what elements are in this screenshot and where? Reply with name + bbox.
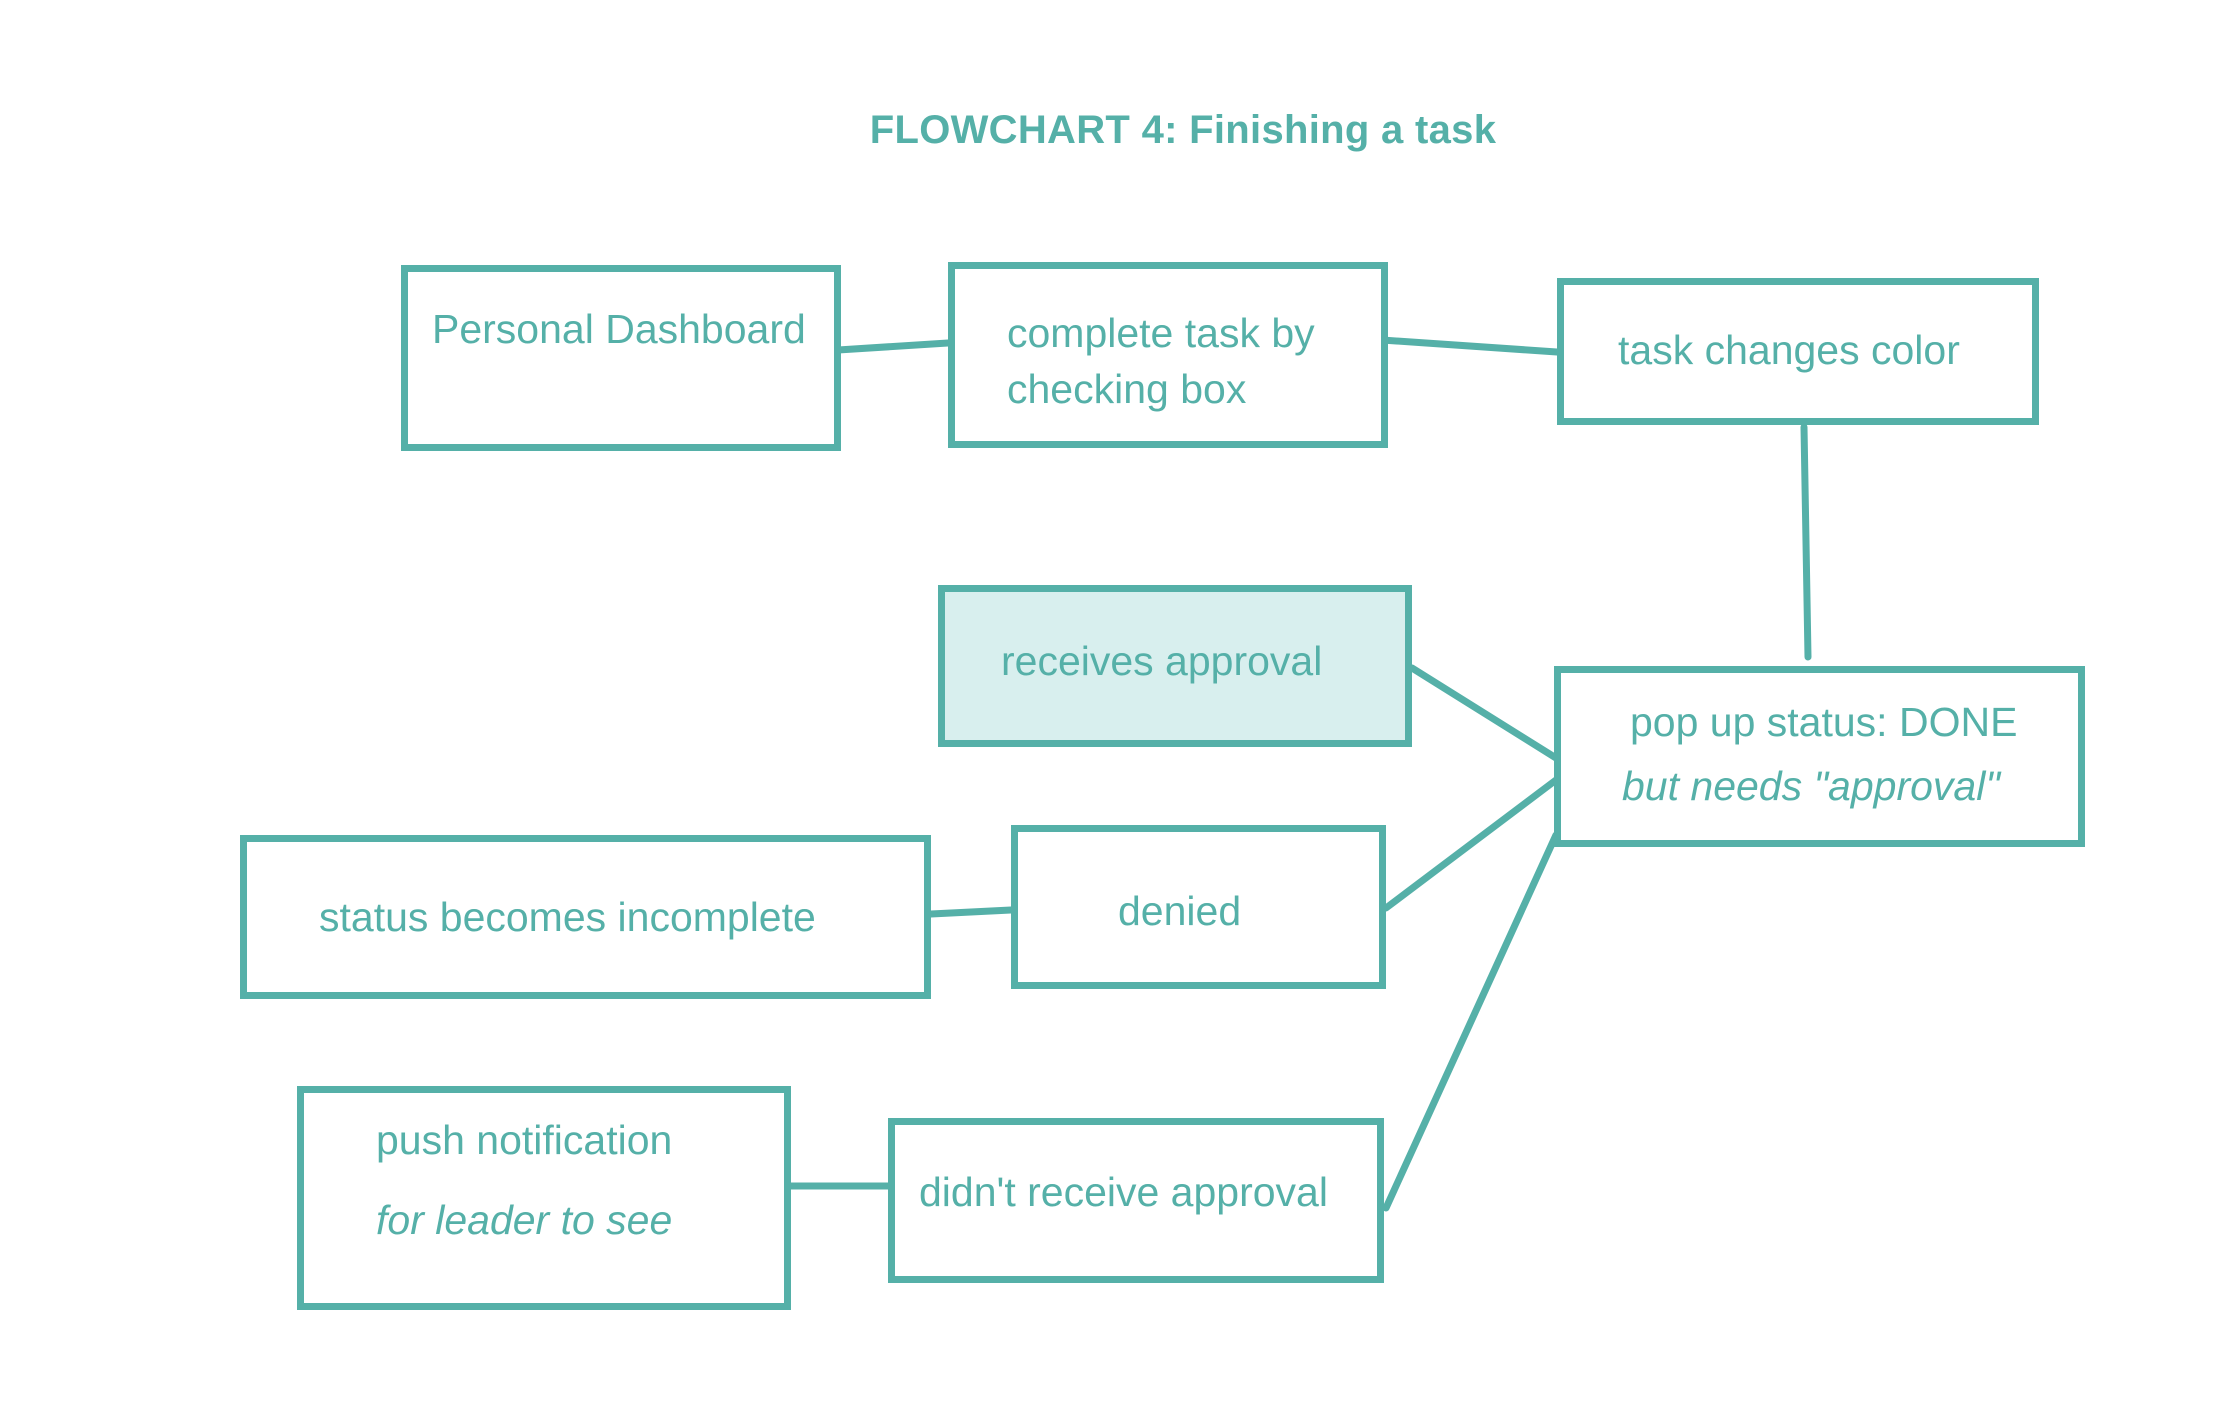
node-label-line2: for leader to see: [376, 1197, 673, 1243]
node-didnt-receive-approval[interactable]: didn't receive approval: [888, 1118, 1384, 1283]
node-label: denied: [1118, 888, 1242, 934]
node-receives-approval[interactable]: receives approval: [938, 585, 1412, 747]
edge-popup-to-denied: [1382, 776, 1560, 912]
node-label: push notification: [376, 1117, 673, 1163]
edge-dashboard-to-complete: [834, 339, 952, 354]
node-label: Personal Dashboard: [432, 306, 806, 352]
node-task-changes-color[interactable]: task changes color: [1557, 278, 2039, 425]
node-label: pop up status: DONE: [1630, 699, 2018, 745]
edge-popup-to-approval: [1408, 664, 1560, 762]
node-label: complete task by: [1007, 310, 1315, 356]
node-personal-dashboard[interactable]: Personal Dashboard: [401, 265, 841, 451]
edge-denied-to-incomplete: [927, 906, 1015, 918]
node-label-line2: checking box: [1007, 366, 1247, 412]
edge-popup-to-not-approved: [1382, 831, 1560, 1212]
node-label-line2: but needs "approval": [1622, 763, 2000, 809]
node-label: task changes color: [1618, 327, 1960, 373]
node-label: didn't receive approval: [919, 1169, 1328, 1215]
node-label: status becomes incomplete: [319, 894, 816, 940]
node-complete-task[interactable]: complete task by checking box: [948, 262, 1388, 448]
edge-complete-to-color: [1378, 336, 1561, 356]
node-denied[interactable]: denied: [1011, 825, 1386, 989]
node-pop-up-status[interactable]: pop up status: DONE but needs "approval": [1554, 666, 2085, 847]
node-push-notification[interactable]: push notification for leader to see: [297, 1086, 791, 1310]
edge-color-to-popup: [1800, 423, 1812, 661]
node-label: receives approval: [1001, 638, 1323, 684]
flowchart-title: FLOWCHART 4: Finishing a task: [869, 108, 1497, 152]
node-status-incomplete[interactable]: status becomes incomplete: [240, 835, 931, 999]
